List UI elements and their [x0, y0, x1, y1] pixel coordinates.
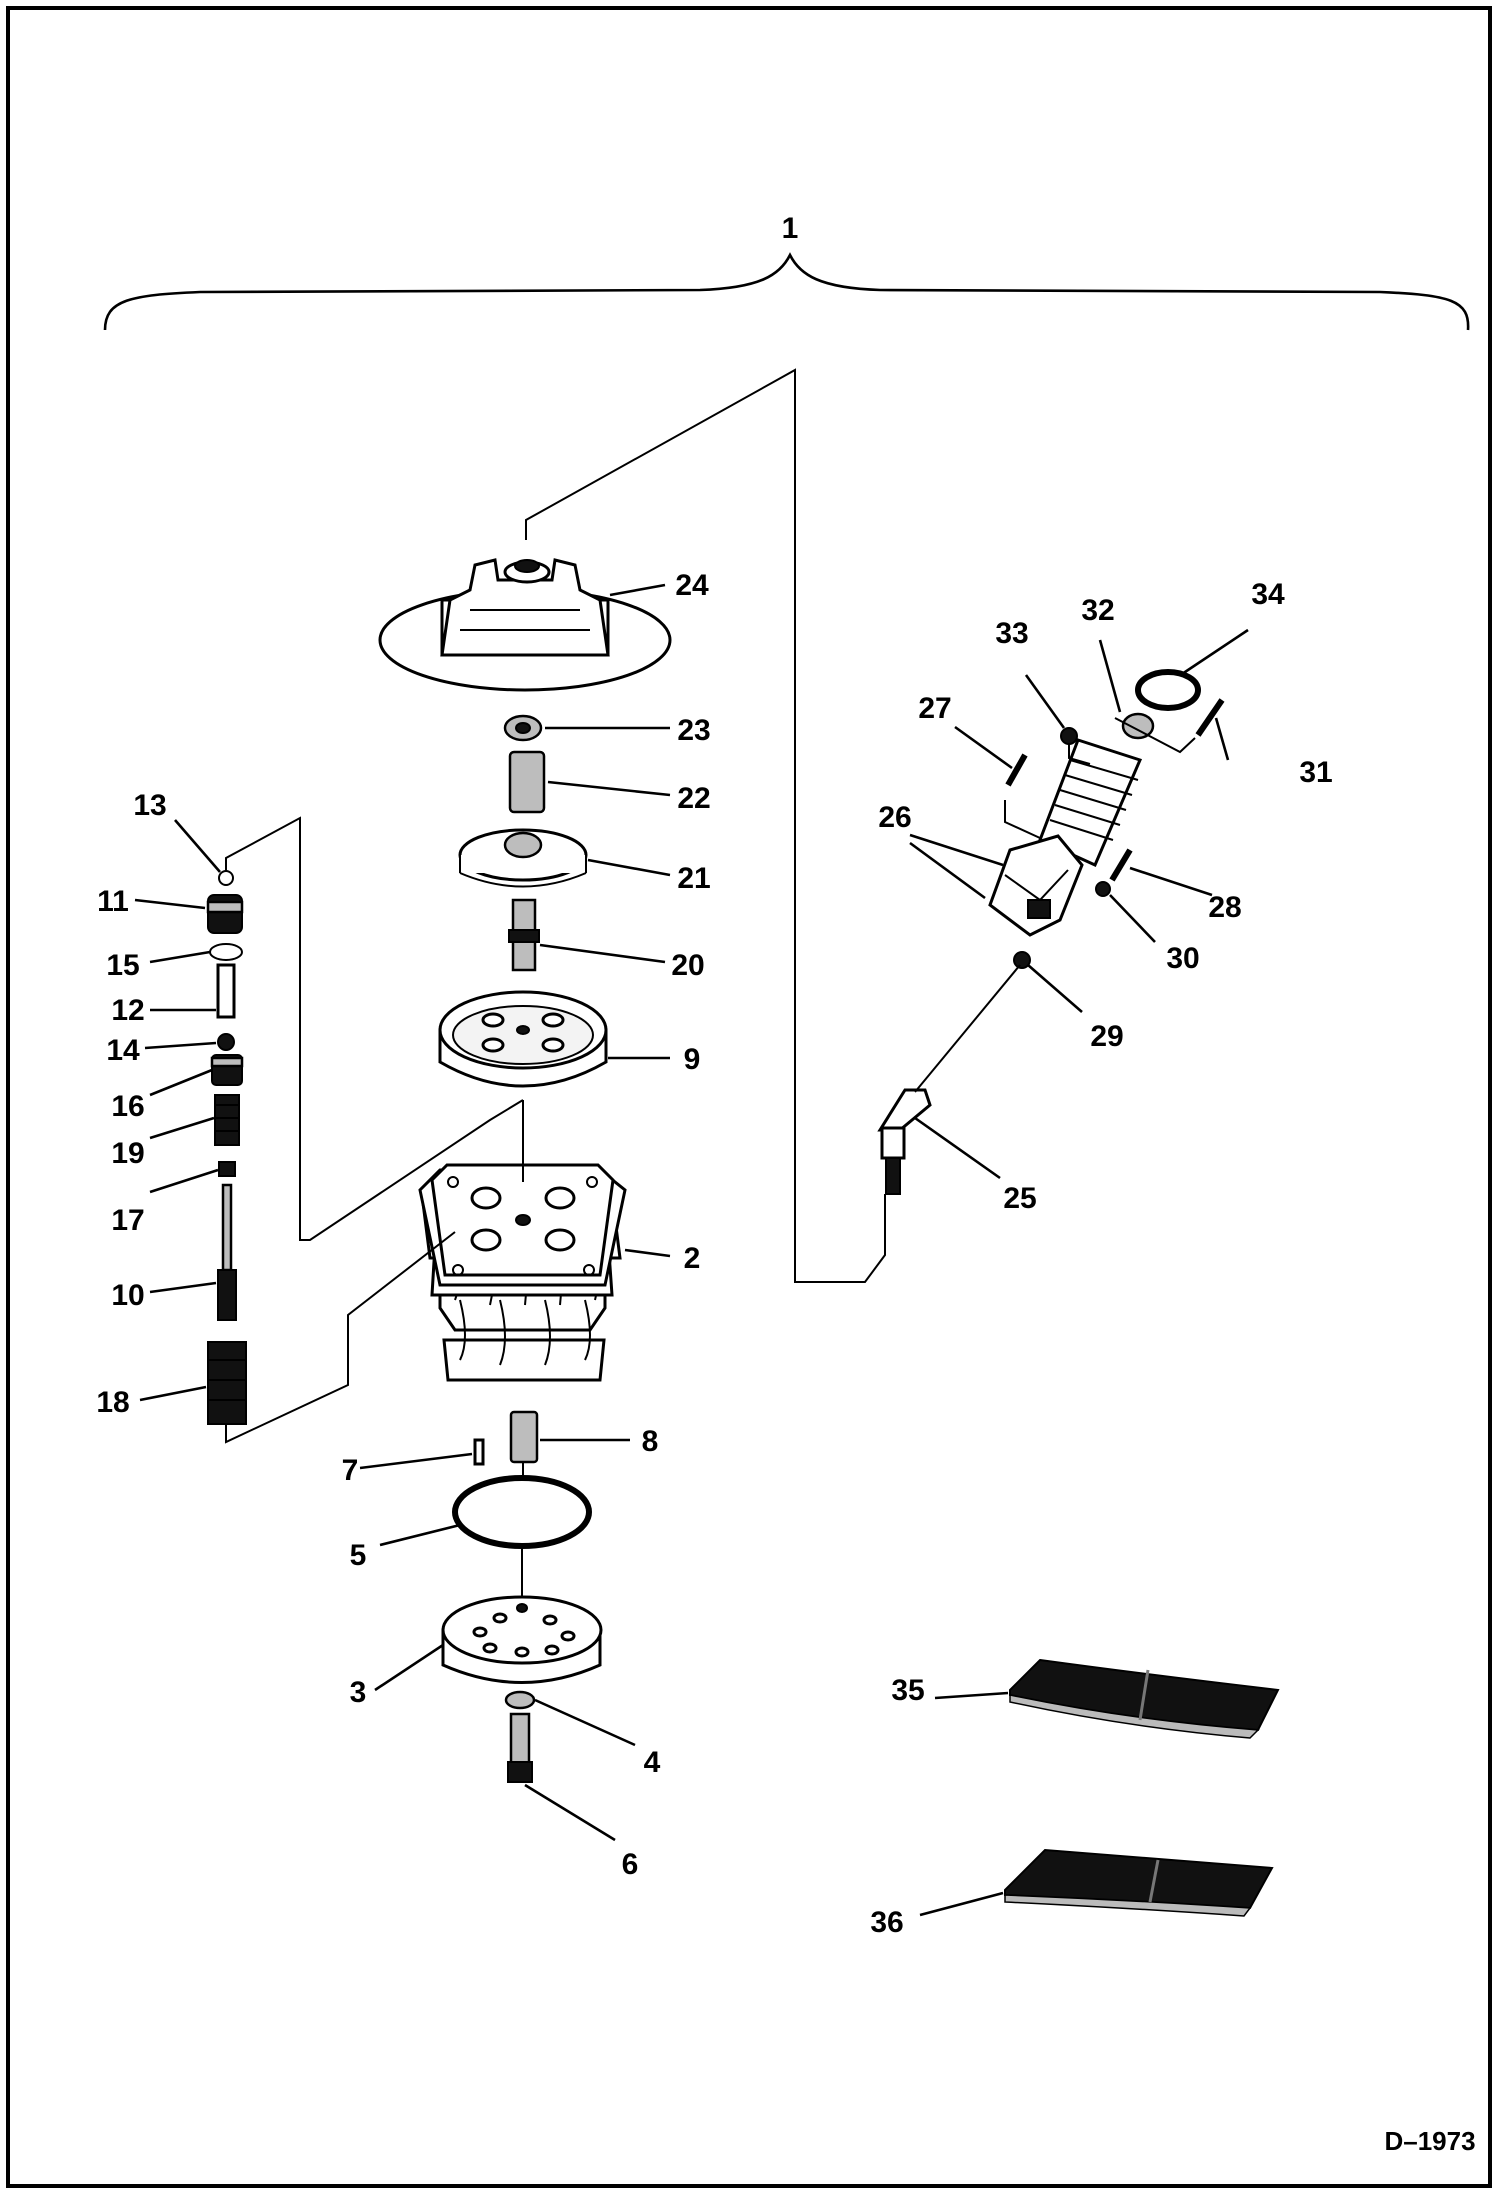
callout-33: 33	[995, 617, 1028, 650]
base-plate-part	[441, 1595, 603, 1684]
drawing-frame	[6, 6, 1492, 2188]
callout-4: 4	[644, 1746, 661, 1779]
callout-5: 5	[350, 1539, 367, 1572]
callout-13: 13	[133, 789, 166, 822]
stem-part	[508, 898, 540, 972]
nut-part	[503, 714, 543, 742]
callout-10: 10	[111, 1279, 144, 1312]
callout-36: 36	[870, 1906, 903, 1939]
callout-2: 2	[684, 1242, 701, 1275]
callout-25: 25	[1003, 1182, 1036, 1215]
callout-9: 9	[684, 1043, 701, 1076]
spool-stack	[206, 870, 247, 1425]
callout-8: 8	[642, 1425, 659, 1458]
callout-22: 22	[677, 782, 710, 815]
callout-28: 28	[1208, 891, 1241, 924]
callout-32: 32	[1081, 594, 1114, 627]
plate-part	[458, 828, 588, 888]
callout-34: 34	[1251, 578, 1285, 611]
pin-part	[473, 1438, 485, 1466]
callout-3: 3	[350, 1676, 367, 1709]
callout-18: 18	[96, 1386, 129, 1419]
callout-17: 17	[111, 1204, 144, 1237]
callout-21: 21	[677, 862, 710, 895]
callout-24: 24	[675, 569, 709, 602]
bolt-part	[507, 1712, 533, 1783]
callout-30: 30	[1166, 942, 1199, 975]
callout-7: 7	[342, 1454, 359, 1487]
callout-20: 20	[671, 949, 704, 982]
callout-35: 35	[891, 1674, 924, 1707]
washer-part	[504, 1690, 536, 1710]
callout-6: 6	[622, 1848, 639, 1881]
decal-36	[1004, 1848, 1274, 1917]
callout-11: 11	[97, 885, 129, 918]
callout-16: 16	[111, 1090, 144, 1123]
o-ring-part	[452, 1475, 592, 1549]
callout-1: 1	[782, 212, 799, 245]
decal-35	[1009, 1658, 1280, 1739]
callout-27: 27	[918, 692, 951, 725]
valve-body-part	[418, 1163, 627, 1382]
coupling-part	[509, 1410, 539, 1464]
boot-part	[378, 558, 672, 692]
callout-14: 14	[106, 1034, 140, 1067]
callout-12: 12	[111, 994, 144, 1027]
callout-31: 31	[1299, 756, 1332, 789]
callout-19: 19	[111, 1137, 144, 1170]
drawing-number: D–1973	[1384, 2126, 1475, 2156]
leader-lines	[134, 583, 1249, 1917]
cup-housing-part	[438, 990, 608, 1088]
callout-23: 23	[677, 714, 710, 747]
callout-29: 29	[1090, 1020, 1123, 1053]
callout-labels: 1 2 3 4 5 6 7 8 9 10 11 12 13 14 15 16 1…	[96, 212, 1475, 2156]
callout-26: 26	[878, 801, 911, 834]
callout-15: 15	[106, 949, 139, 982]
sleeve-part	[508, 750, 546, 814]
assembly-brace	[103, 252, 1470, 331]
handle-assembly	[877, 669, 1225, 1195]
connector-lines	[225, 368, 1196, 1598]
